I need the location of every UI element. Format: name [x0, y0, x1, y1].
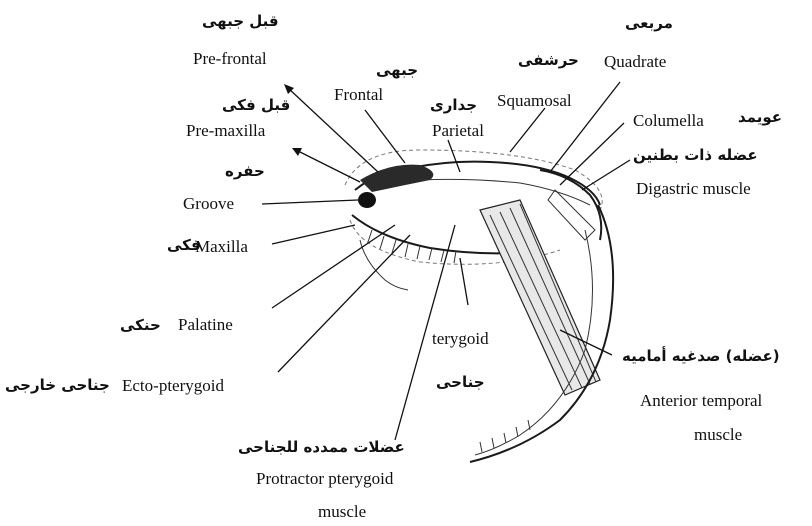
anterior-temporal-label-line2: muscle [694, 426, 742, 443]
quadrate-label: Quadrate [604, 53, 666, 70]
mandible-teeth [480, 420, 530, 452]
protractor-ar-label: عضلات ممدده للجناحى [238, 440, 405, 455]
leader-parietal [448, 140, 460, 172]
squamosal-label: Squamosal [497, 92, 572, 109]
pre-frontal-ar-label: قبل جبهى [202, 14, 279, 29]
leader-ecto-pterygoid [278, 235, 410, 372]
frontal-bone [360, 165, 433, 192]
squamosal-ar-label: حرشفى [518, 53, 579, 68]
palatine-curve [360, 240, 408, 290]
frontal-label: Frontal [334, 86, 383, 103]
anterior-temporal-label-line1: Anterior temporal [640, 392, 762, 409]
digastric-ar-label: عضله ذات بطنين [633, 148, 758, 163]
columella-ar-label: عويمد [738, 110, 782, 125]
quadrate-ar-label: مربعى [625, 16, 673, 31]
leader-pterygoid [460, 258, 468, 305]
groove-label: Groove [183, 195, 234, 212]
groove-nostril [358, 192, 376, 208]
ecto-pterygoid-ar-label: جناحى خارجى [5, 378, 110, 393]
leader-columella [560, 123, 624, 185]
ecto-pterygoid-label: Ecto-pterygoid [122, 377, 224, 394]
pre-frontal-label: Pre-frontal [193, 50, 267, 67]
pterygoid-label: terygoid [432, 330, 489, 347]
pre-maxilla-ar-label: قبل فكى [222, 98, 290, 113]
pterygoid-ar-label: جناحى [436, 375, 485, 390]
frontal-ar-label: جبهى [376, 63, 418, 78]
protractor-label-line2: muscle [318, 503, 366, 520]
leader-pre-maxilla [296, 150, 360, 182]
pre-maxilla-label: Pre-maxilla [186, 122, 265, 139]
palatine-label: Palatine [178, 316, 233, 333]
leader-squamosal [510, 108, 545, 152]
maxilla-label: Maxilla [195, 238, 248, 255]
leader-digastric [582, 160, 630, 190]
groove-ar-label: حفره [225, 164, 265, 179]
leader-frontal [365, 110, 405, 163]
anterior-temporal-ar-label: (عضله) صدغيه أماميه [622, 349, 780, 364]
leader-maxilla [272, 225, 355, 244]
parietal-ar-label: جدارى [430, 98, 477, 113]
columella-bone [548, 190, 595, 240]
protractor-label-line1: Protractor pterygoid [256, 470, 393, 487]
parietal-label: Parietal [432, 122, 484, 139]
columella-label: Columella [633, 112, 704, 129]
digastric-label: Digastric muscle [636, 180, 751, 197]
palatine-ar-label: حنكى [120, 318, 161, 333]
leader-groove [262, 200, 358, 204]
parietal-ridge [420, 179, 590, 205]
leader-palatine [272, 225, 395, 308]
